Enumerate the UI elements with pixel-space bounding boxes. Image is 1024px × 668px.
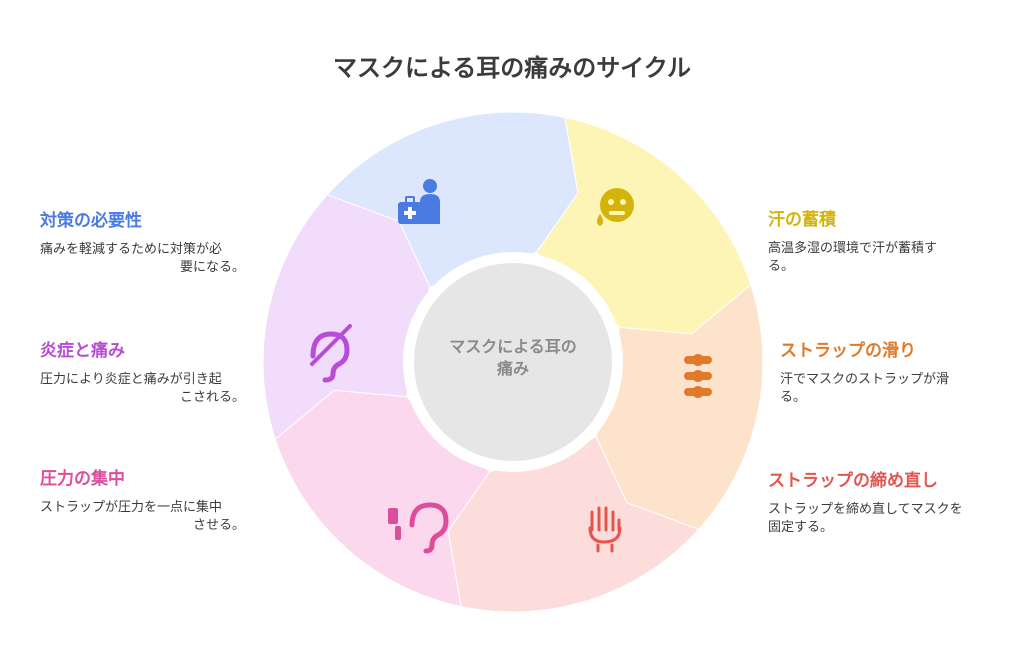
hand-adjust-icon xyxy=(588,506,622,553)
sweating-face-icon xyxy=(597,188,634,226)
step-label-retighten: ストラップの締め直し ストラップを締め直してマスクを 固定する。 xyxy=(768,466,998,537)
segment-countermeasure xyxy=(326,111,579,288)
step-description-line: 高温多湿の環境で汗が蓄積す xyxy=(768,241,938,256)
segment-sweat xyxy=(535,116,752,335)
diagram-title: マスクによる耳の痛みのサイクル xyxy=(332,54,692,82)
step-description-line: 固定する。 xyxy=(768,520,834,535)
step-label-pressure: 圧力の集中 ストラップが圧力を一点に集中 させる。 xyxy=(40,464,245,535)
step-title: ストラップの締め直し xyxy=(768,471,938,491)
step-title: 汗の蓄積 xyxy=(768,210,836,230)
step-label-sweat: 汗の蓄積 高温多湿の環境で汗が蓄積す る。 xyxy=(768,205,978,276)
step-description-line: る。 xyxy=(768,259,795,274)
step-description-line: ストラップを締め直してマスクを xyxy=(768,502,963,517)
step-description-line: 汗でマスクのストラップが滑 xyxy=(780,372,950,387)
strap-slip-icon xyxy=(684,354,712,398)
doctor-kit-icon xyxy=(398,179,440,224)
segment-strap-slip xyxy=(595,283,764,530)
step-title: 圧力の集中 xyxy=(40,469,125,489)
step-title: ストラップの滑り xyxy=(780,341,916,361)
step-description: ストラップが圧力を一点に集中 させる。 xyxy=(40,499,245,535)
step-description: 汗でマスクのストラップが滑 る。 xyxy=(780,371,980,407)
step-description-line: こされる。 xyxy=(179,390,245,405)
step-title: 炎症と痛み xyxy=(40,341,125,361)
step-label-countermeasure: 対策の必要性 痛みを軽減するために対策が必 要になる。 xyxy=(40,206,245,277)
ear-pressure-icon xyxy=(388,502,449,554)
step-description: ストラップを締め直してマスクを 固定する。 xyxy=(768,501,998,537)
ear-pain-icon xyxy=(310,324,352,383)
segment-pressure xyxy=(274,389,491,608)
center-hub xyxy=(414,263,612,461)
step-title: 対策の必要性 xyxy=(40,211,142,231)
center-label-line1: マスクによる耳の xyxy=(449,337,577,356)
step-description-line: る。 xyxy=(780,390,807,405)
step-label-inflammation: 炎症と痛み 圧力により炎症と痛みが引き起 こされる。 xyxy=(40,336,245,407)
step-description-line: 圧力により炎症と痛みが引き起 xyxy=(40,372,222,387)
step-description-line: 要になる。 xyxy=(179,260,245,275)
segment-inflammation xyxy=(262,194,431,441)
step-label-strap-slip: ストラップの滑り 汗でマスクのストラップが滑 る。 xyxy=(780,336,980,407)
step-description: 痛みを軽減するために対策が必 要になる。 xyxy=(40,241,245,277)
step-description-line: ストラップが圧力を一点に集中 xyxy=(40,500,223,515)
center-label-line2: 痛み xyxy=(496,359,529,378)
step-description: 高温多湿の環境で汗が蓄積す る。 xyxy=(768,240,978,276)
segment-retighten xyxy=(447,436,700,613)
step-description: 圧力により炎症と痛みが引き起 こされる。 xyxy=(40,371,245,407)
step-description-line: 痛みを軽減するために対策が必 xyxy=(40,242,223,257)
step-description-line: させる。 xyxy=(192,518,245,533)
